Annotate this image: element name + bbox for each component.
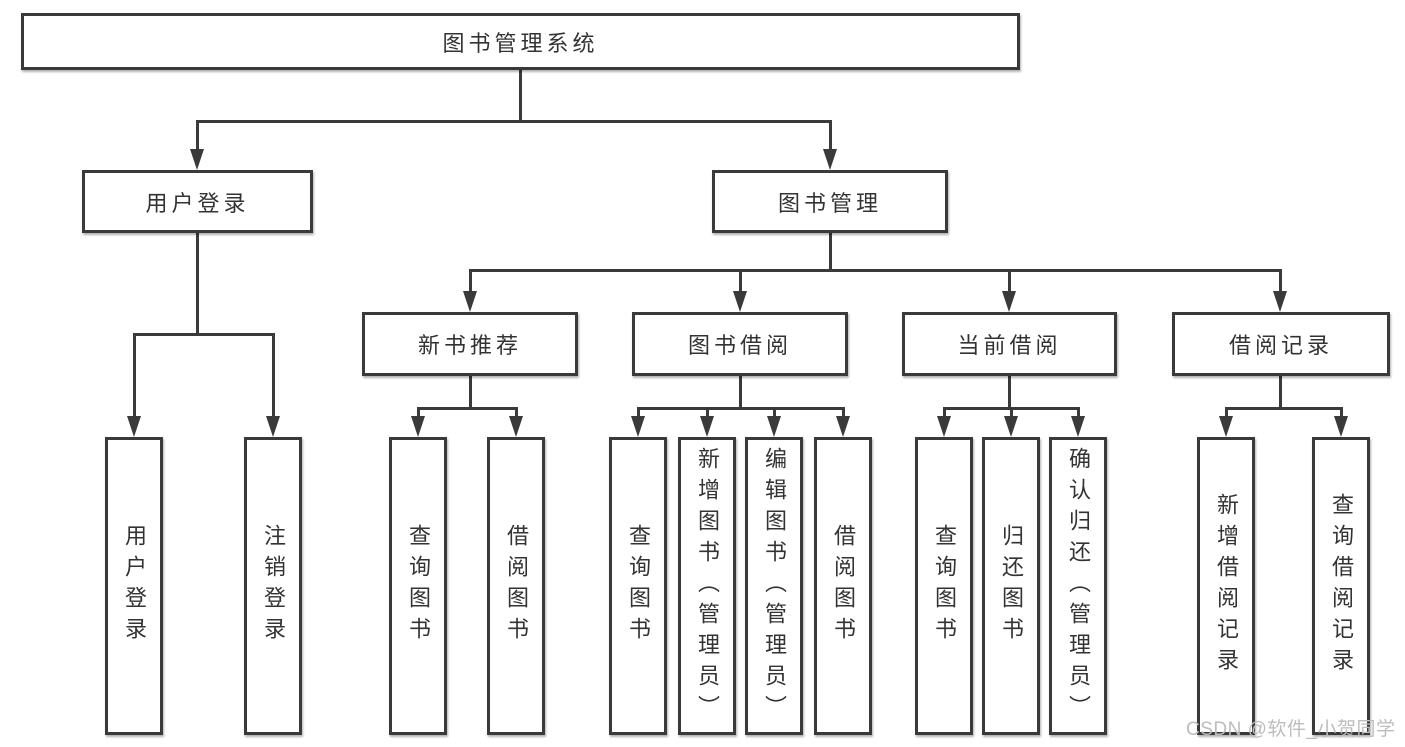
- connector-vertical: [468, 376, 472, 409]
- leaf-current-confirm-label: 确认归还（管理员）: [1066, 446, 1091, 726]
- leaf-borrow-edit: 编辑图书（管理员）: [745, 437, 803, 735]
- connector-horizontal: [942, 407, 1080, 410]
- leaf-records-query-label: 查询借阅记录: [1329, 493, 1354, 679]
- node-book-mgmt-label: 图书管理: [777, 190, 882, 216]
- node-book-mgmt: 图书管理: [712, 170, 948, 233]
- arrow-down-icon: [630, 416, 645, 437]
- arrow-down-icon: [1273, 291, 1287, 312]
- connector-stub: [132, 333, 136, 418]
- arrow-down-icon: [822, 149, 837, 170]
- node-book-borrow: 图书借阅: [632, 312, 848, 376]
- leaf-current-confirm: 确认归还（管理员）: [1049, 437, 1107, 735]
- connector-horizontal: [1224, 407, 1343, 410]
- node-user-login: 用户登录: [82, 170, 313, 233]
- arrow-down-icon: [462, 291, 477, 312]
- connector-login-horizontal: [132, 333, 275, 336]
- node-new-book-rec-label: 新书推荐: [417, 333, 522, 358]
- connector-stub: [636, 409, 640, 418]
- connector-stub: [416, 409, 420, 418]
- arrow-down-icon: [699, 416, 714, 437]
- arrow-down-icon: [265, 416, 280, 437]
- leaf-logout-label: 注销登录: [261, 524, 286, 648]
- leaf-borrow-borrow: 借阅图书: [814, 437, 872, 735]
- arrow-down-icon: [410, 416, 425, 437]
- node-borrow-records: 借阅记录: [1172, 312, 1390, 376]
- leaf-borrow-edit-label: 编辑图书（管理员）: [762, 446, 787, 726]
- arrow-down-icon: [1333, 416, 1348, 437]
- leaf-records-query: 查询借阅记录: [1312, 437, 1370, 735]
- connector-stub: [1076, 409, 1080, 418]
- connector-stub: [1279, 271, 1282, 293]
- arrow-down-icon: [732, 291, 747, 312]
- leaf-newbook-query: 查询图书: [389, 437, 447, 735]
- leaf-logout: 注销登录: [244, 437, 302, 735]
- connector-stub: [271, 333, 275, 418]
- connector-horizontal: [636, 407, 845, 410]
- node-current-borrow: 当前借阅: [902, 312, 1117, 376]
- arrow-down-icon: [1070, 416, 1085, 437]
- node-root: 图书管理系统: [21, 13, 1020, 70]
- connector-mgmt-vertical: [828, 233, 832, 271]
- csdn-watermark: CSDN @软件_小贺同学: [1186, 719, 1396, 740]
- arrow-down-icon: [936, 416, 951, 437]
- leaf-borrow-borrow-label: 借阅图书: [831, 524, 856, 648]
- arrow-down-icon: [126, 416, 141, 437]
- leaf-current-return-label: 归还图书: [999, 524, 1024, 648]
- connector-stub: [772, 409, 776, 418]
- connector-stub: [468, 271, 472, 293]
- leaf-newbook-query-label: 查询图书: [406, 524, 431, 648]
- connector-stub-user-login: [196, 120, 199, 151]
- connector-stub: [1339, 409, 1343, 418]
- connector-stub: [705, 409, 709, 418]
- leaf-borrow-query: 查询图书: [609, 437, 667, 735]
- connector-stub: [1009, 409, 1013, 418]
- leaf-newbook-borrow-label: 借阅图书: [504, 524, 529, 648]
- connector-login-vertical: [196, 233, 199, 336]
- leaf-records-add: 新增借阅记录: [1197, 437, 1255, 735]
- connector-stub: [942, 409, 946, 418]
- arrow-down-icon: [1002, 291, 1016, 312]
- leaf-user-login-label: 用户登录: [122, 524, 147, 648]
- arrow-down-icon: [1003, 416, 1018, 437]
- arrow-down-icon: [190, 149, 204, 170]
- connector-stub: [841, 409, 845, 418]
- connector-vertical: [1008, 376, 1011, 409]
- connector-stub: [738, 271, 742, 293]
- connector-root-vertical: [518, 70, 522, 123]
- node-current-borrow-label: 当前借阅: [957, 333, 1062, 358]
- arrow-down-icon: [508, 416, 523, 437]
- leaf-records-add-label: 新增借阅记录: [1214, 493, 1239, 679]
- leaf-current-query: 查询图书: [915, 437, 973, 735]
- arrow-down-icon: [766, 416, 781, 437]
- connector-stub: [1224, 409, 1228, 418]
- connector-vertical: [738, 376, 742, 409]
- leaf-borrow-add: 新增图书（管理员）: [678, 437, 736, 735]
- leaf-current-return: 归还图书: [982, 437, 1040, 735]
- leaf-current-query-label: 查询图书: [932, 524, 957, 648]
- connector-stub-book-mgmt: [828, 120, 832, 151]
- node-new-book-rec: 新书推荐: [362, 312, 578, 376]
- connector-root-horizontal: [196, 120, 832, 123]
- leaf-newbook-borrow: 借阅图书: [487, 437, 545, 735]
- connector-horizontal: [416, 407, 518, 410]
- arrow-down-icon: [1218, 416, 1233, 437]
- node-borrow-records-label: 借阅记录: [1228, 333, 1333, 358]
- node-root-label: 图书管理系统: [442, 30, 599, 56]
- leaf-borrow-add-label: 新增图书（管理员）: [695, 446, 720, 726]
- connector-vertical: [1279, 376, 1282, 409]
- connector-stub: [514, 409, 518, 418]
- leaf-borrow-query-label: 查询图书: [626, 524, 651, 648]
- arrow-down-icon: [835, 416, 850, 437]
- connector-stub: [1008, 271, 1011, 293]
- connector-mgmt-horizontal: [468, 269, 1282, 272]
- leaf-user-login: 用户登录: [105, 437, 163, 735]
- node-user-login-label: 用户登录: [145, 190, 250, 216]
- node-book-borrow-label: 图书借阅: [687, 333, 792, 358]
